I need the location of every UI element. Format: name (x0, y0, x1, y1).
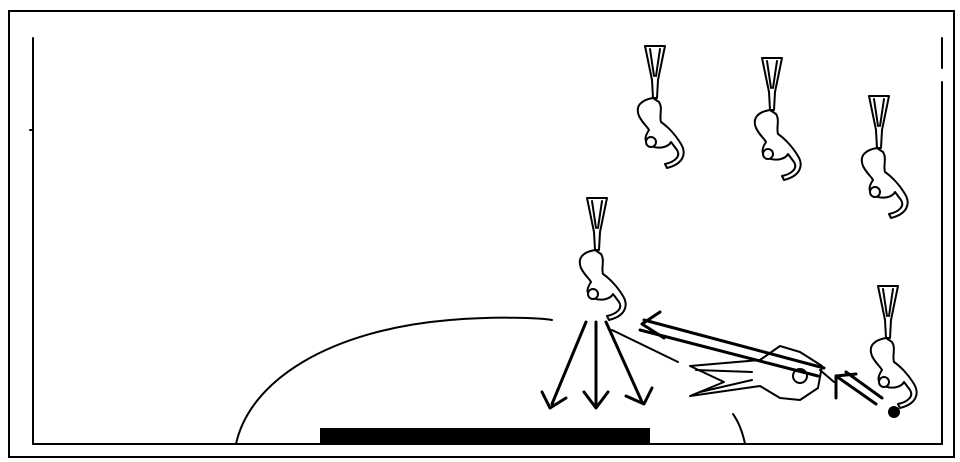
player-figure-icon (753, 57, 802, 181)
arrow-icon (834, 370, 884, 406)
run-line (611, 329, 679, 363)
goal (320, 428, 650, 444)
player-figure-icon (860, 95, 909, 219)
player-figure-icon (578, 197, 627, 321)
goal-area-arc-right (732, 413, 746, 445)
shot-arrow-left (540, 320, 588, 410)
shot-arrow-right (604, 320, 654, 406)
shot-arrow-center (582, 320, 610, 410)
double-arrow-icon (638, 310, 826, 378)
outer-frame (8, 10, 955, 458)
player-figure-icon (636, 45, 685, 169)
ball-icon (888, 406, 900, 418)
goal-area-arc (235, 316, 553, 445)
player-figure-icon (869, 285, 918, 409)
diving-player-icon (689, 345, 835, 401)
